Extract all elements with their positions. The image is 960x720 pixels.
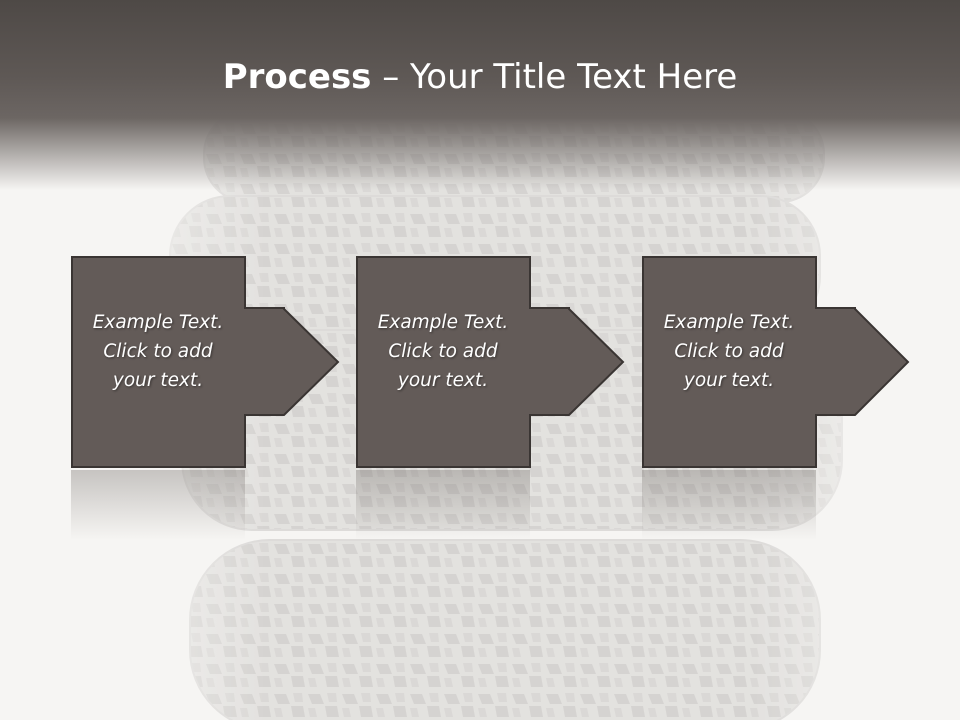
box-arrow-shape	[642, 256, 910, 468]
step-text-line: Example Text.	[663, 312, 795, 333]
box-arrow-shape	[356, 256, 625, 468]
header-band	[0, 0, 960, 190]
step-text-line: Example Text.	[377, 312, 509, 333]
step-3-text[interactable]: Example Text. Click to add your text.	[642, 308, 816, 395]
step-text-line: Example Text.	[92, 312, 224, 333]
step-3-reflection	[642, 470, 816, 540]
step-text-line: Click to add	[103, 341, 213, 362]
step-text-line: Click to add	[674, 341, 784, 362]
step-2-text[interactable]: Example Text. Click to add your text.	[356, 308, 530, 395]
step-2-reflection	[356, 470, 530, 540]
process-step-1[interactable]: Example Text. Click to add your text.	[71, 256, 341, 468]
process-step-3[interactable]: Example Text. Click to add your text.	[642, 256, 912, 468]
step-1-reflection	[71, 470, 245, 540]
slide-title-bold: Process	[222, 57, 372, 97]
slide-title-rest: – Your Title Text Here	[371, 57, 738, 97]
step-text-line: your text.	[112, 370, 204, 391]
slide-title[interactable]: Process – Your Title Text Here	[0, 52, 960, 102]
step-1-text[interactable]: Example Text. Click to add your text.	[71, 308, 245, 395]
step-text-line: your text.	[683, 370, 775, 391]
process-step-2[interactable]: Example Text. Click to add your text.	[356, 256, 626, 468]
step-text-line: Click to add	[388, 341, 498, 362]
box-arrow-shape	[71, 256, 340, 468]
step-text-line: your text.	[397, 370, 489, 391]
